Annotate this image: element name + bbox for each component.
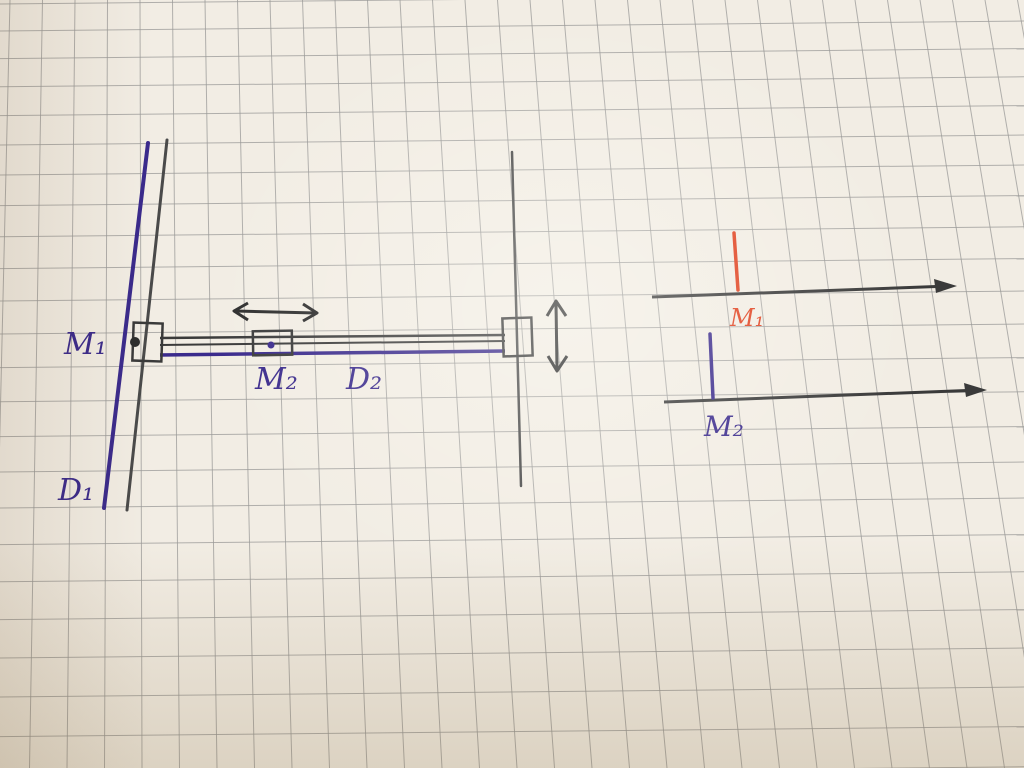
grid-line-vertical [497,0,555,768]
label-d1: D₁ [57,473,94,508]
grid-line-horizontal [0,0,461,5]
horizontal-motion-arrow [235,309,317,315]
grid-line-vertical [692,0,780,768]
grid-line-vertical [822,0,930,768]
grid-line-vertical [789,0,893,768]
grid-line-vertical [29,0,43,768]
vertical-motion-arrow [554,301,559,371]
grid-line-horizontal [0,686,1024,698]
right-joint-box [501,316,534,358]
grid-line-vertical [367,0,405,768]
slider-dot [267,341,275,349]
grid-line-vertical [334,0,368,768]
label-m1-left: M₁ [63,327,107,362]
grid-line-horizontal [0,647,1024,659]
grid-line-vertical [984,0,1024,230]
grid-line-horizontal [0,258,1024,270]
axis-m2 [663,388,981,404]
grid-line-horizontal [0,609,1024,621]
grid-line-horizontal [0,20,1024,32]
grid-line-vertical [464,0,518,768]
grid-line-horizontal [0,195,1024,207]
grid-line-vertical [399,0,443,768]
grid-line-vertical [854,0,968,768]
grid-line-vertical [627,0,705,768]
grid-line-horizontal [0,426,1024,438]
axis-m1-arrowhead [934,279,957,293]
vertical-arrowhead-bottom [546,355,569,373]
grid-line-vertical [529,0,593,768]
axis-m2-arrowhead [964,383,987,397]
grid-line-vertical [757,0,855,768]
grid-line-horizontal [0,290,1024,302]
vertical-arrowhead-top [545,299,568,317]
grid-line-vertical [887,0,1005,768]
grid-line-vertical [269,0,293,768]
grid-line-vertical [172,0,180,768]
grid-line-vertical [659,0,743,768]
rail-bottom-line-d2 [159,349,506,357]
rail-top-line [159,333,506,340]
grid-line-vertical [302,0,330,768]
grid-line-horizontal [0,571,1024,583]
grid-line-vertical [66,0,76,768]
grid-line-horizontal [0,461,1024,473]
grid-line-vertical [104,0,108,768]
pivot-dot [130,337,140,347]
rail-middle-line [159,340,506,346]
grid-line-horizontal [0,226,1024,238]
marker-m2-blue [708,332,715,400]
grid-line-vertical [952,0,1024,436]
grid-line-horizontal [0,76,1024,88]
label-m2-right: M₂ [703,410,744,443]
axis-m1 [651,284,951,299]
grid-line-vertical [562,0,630,768]
gray-vertical-line [125,138,169,512]
grid-line-vertical [432,0,480,768]
label-m1-right: M₁ [729,304,764,332]
marker-m1-red [732,231,740,292]
grid-line-horizontal [0,323,1024,335]
grid-line-horizontal [0,134,1024,146]
slider-box-m2 [251,329,294,357]
blue-vertical-line-d1 [102,141,150,510]
grid-line-horizontal [0,48,1024,60]
grid-line-horizontal [0,105,1024,117]
horizontal-arrowhead-left [232,301,249,322]
grid-line-vertical [919,0,1024,658]
label-m2-slider: M₂ [254,362,298,397]
grid-line-horizontal [0,357,1024,369]
grid-line-vertical [594,0,668,768]
grid-line-vertical [204,0,218,768]
grid-line-horizontal [0,534,1024,546]
grid-line-vertical [237,0,255,768]
grid-line-vertical [0,0,11,449]
label-d2: D₂ [345,362,382,397]
grid-line-horizontal [0,497,1024,509]
grid-line-vertical [724,0,818,768]
horizontal-arrowhead-right [302,302,319,323]
grid-line-horizontal [0,726,1024,738]
